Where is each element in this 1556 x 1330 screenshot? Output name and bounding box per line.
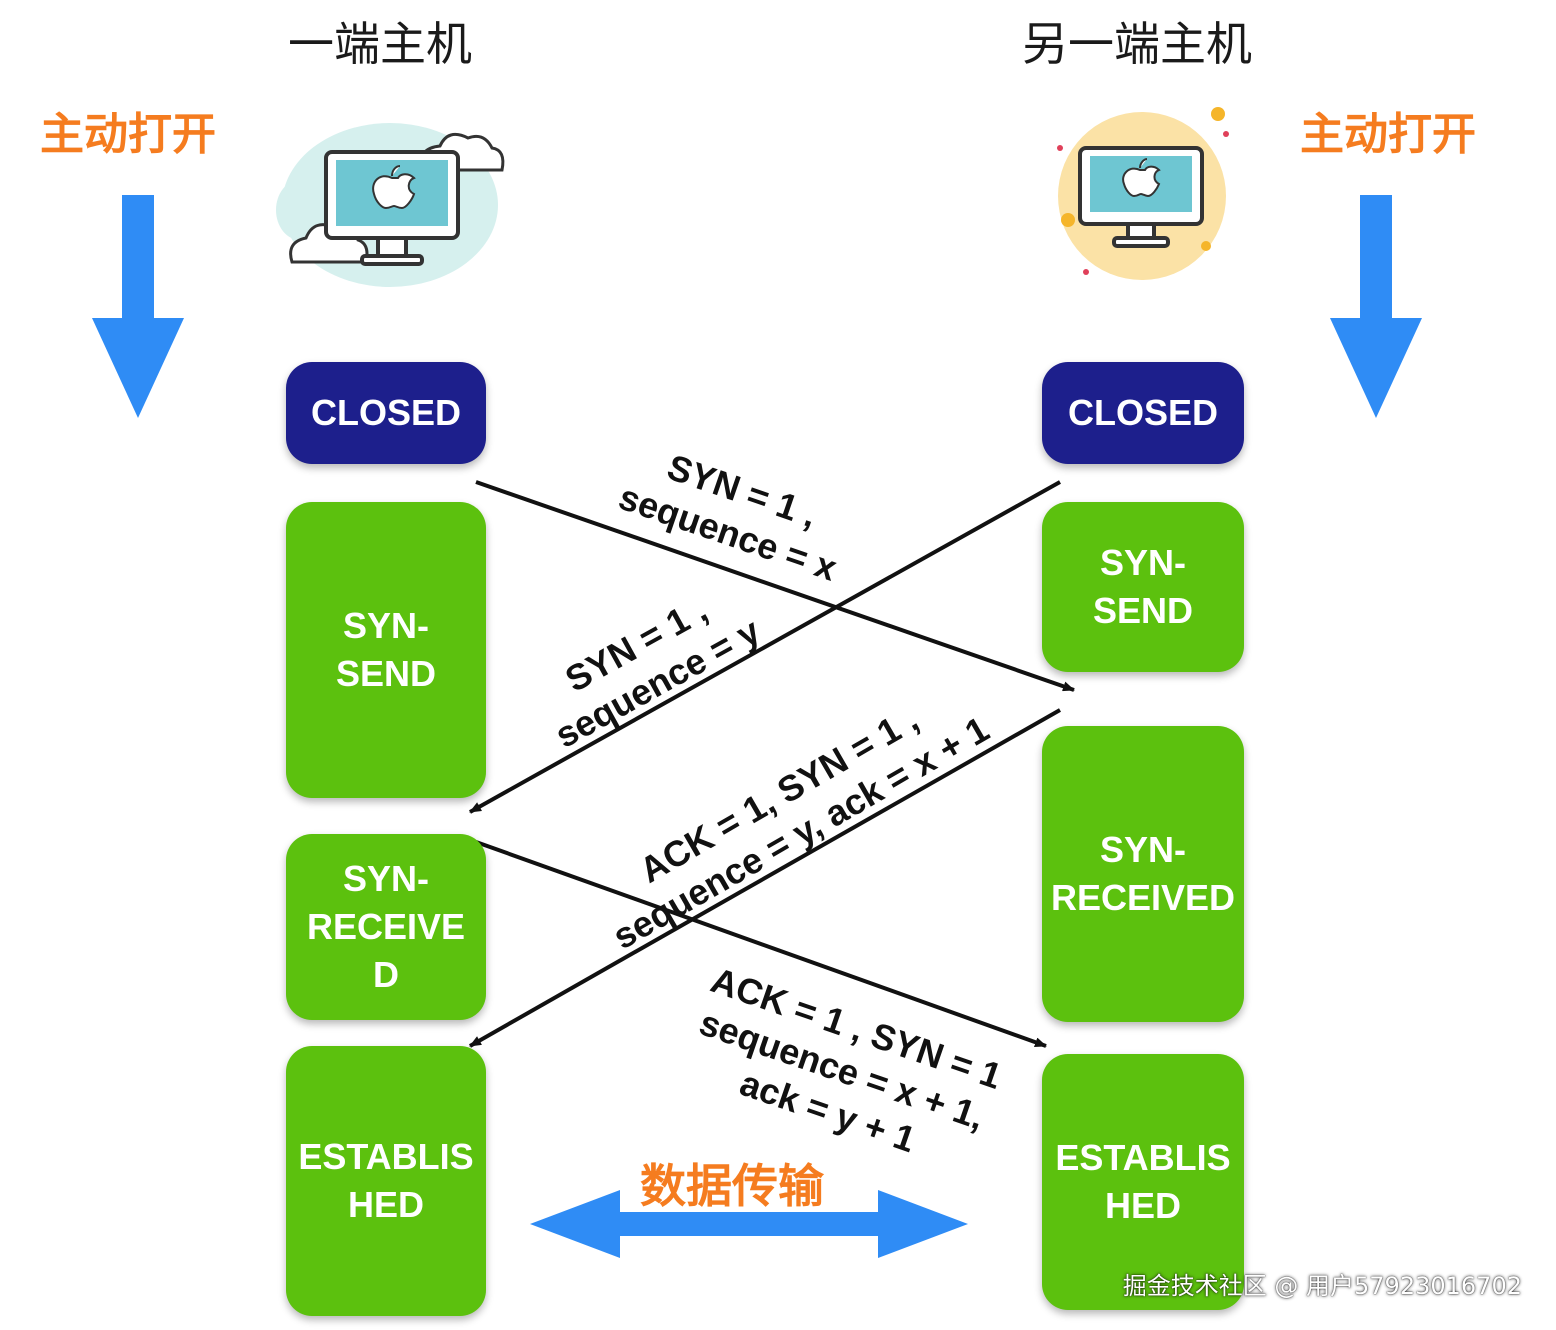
state-label-line: HED bbox=[347, 1184, 424, 1225]
state-label-line: SYN- bbox=[1099, 829, 1186, 870]
syn-x-arrow bbox=[475, 480, 1075, 692]
left-state-closed-label: CLOSED bbox=[310, 392, 461, 433]
left-active-open-label: 主动打开 bbox=[40, 109, 216, 160]
left-state-syn-send: SYN- SEND bbox=[286, 502, 486, 798]
left-state-closed: CLOSED bbox=[286, 362, 486, 464]
right-state-syn-received: SYN- RECEIVED bbox=[1042, 726, 1244, 1022]
state-label-line: SEND bbox=[335, 653, 437, 694]
state-label-line: ESTABLIS bbox=[1055, 1137, 1231, 1178]
computer-cloud-icon bbox=[276, 123, 505, 287]
state-label-line: D bbox=[372, 954, 399, 995]
ack-syn-right-arrow bbox=[469, 708, 1061, 1048]
left-down-arrow bbox=[92, 195, 184, 418]
syn-y-arrow bbox=[469, 480, 1061, 814]
right-active-open-label: 主动打开 bbox=[1300, 109, 1476, 160]
state-label-line: HED bbox=[1104, 1185, 1181, 1226]
data-transfer-double-arrow bbox=[530, 1190, 968, 1258]
computer-sun-icon bbox=[1057, 107, 1229, 280]
state-label-line: ESTABLIS bbox=[298, 1136, 474, 1177]
right-state-syn-send: SYN- SEND bbox=[1042, 502, 1244, 672]
right-state-established: ESTABLIS HED bbox=[1042, 1054, 1244, 1310]
right-down-arrow bbox=[1330, 195, 1422, 418]
state-label-line: SYN- bbox=[1099, 542, 1186, 583]
state-label-line: SYN- bbox=[342, 858, 429, 899]
watermark: 掘金技术社区 @ 用户57923016702 bbox=[1122, 1272, 1522, 1300]
right-host-title: 另一端主机 bbox=[1022, 17, 1252, 71]
data-transfer-label: 数据传输 bbox=[640, 1159, 824, 1213]
state-label-line: SYN- bbox=[342, 605, 429, 646]
state-label-line: SEND bbox=[1092, 590, 1194, 631]
right-state-closed-label: CLOSED bbox=[1067, 392, 1218, 433]
left-state-syn-received: SYN- RECEIVE D bbox=[286, 834, 486, 1020]
ack-syn-left-arrow bbox=[475, 840, 1047, 1048]
state-label-line: RECEIVE bbox=[306, 906, 466, 947]
state-label-line: RECEIVED bbox=[1050, 877, 1236, 918]
left-host-title: 一端主机 bbox=[288, 17, 472, 71]
right-state-closed: CLOSED bbox=[1042, 362, 1244, 464]
left-state-established: ESTABLIS HED bbox=[286, 1046, 486, 1316]
